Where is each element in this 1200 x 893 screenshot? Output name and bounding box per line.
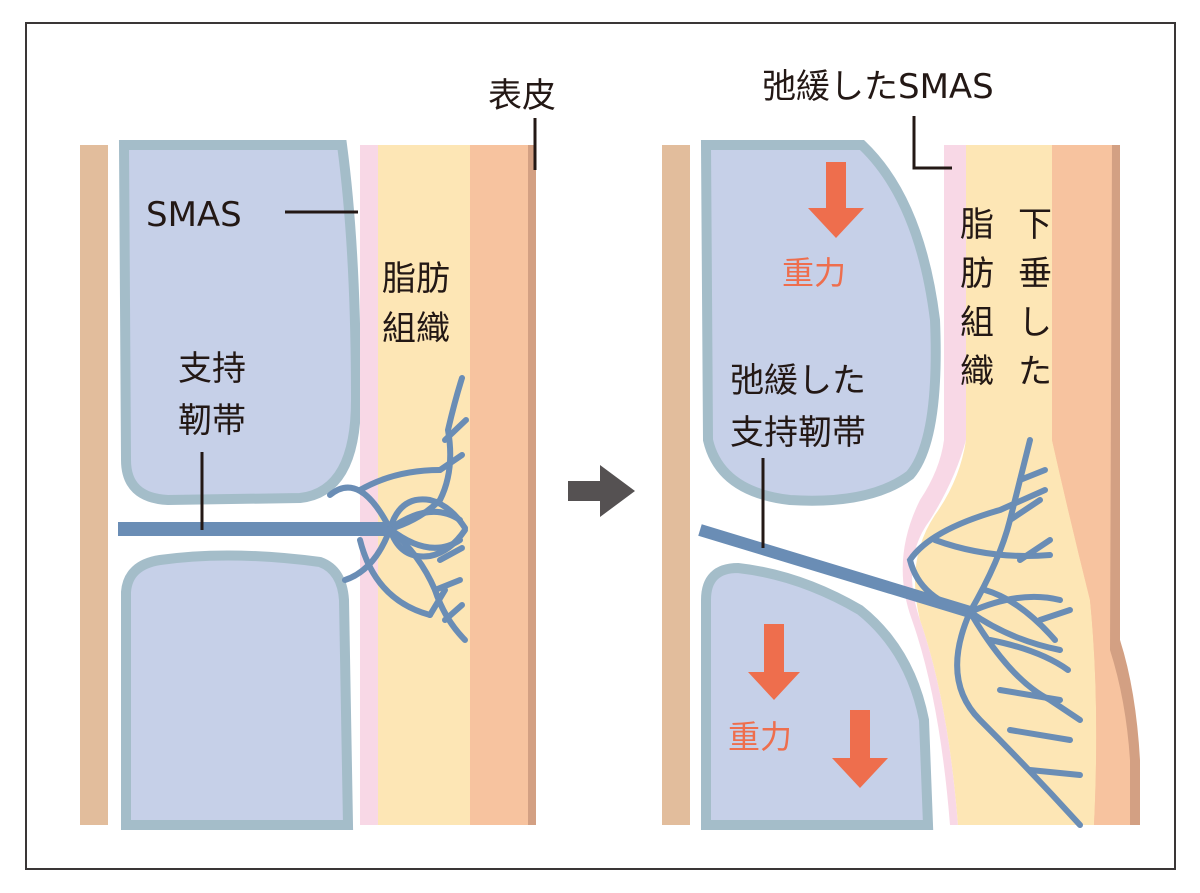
ligament-branches [906,437,1083,828]
fat-label-line1: 脂肪 [382,259,450,299]
gravity-label-lower: 重力 [728,718,792,756]
bone-layer [80,145,108,825]
sagging-char: 垂 [1018,254,1052,294]
right-panel: 弛緩したSMAS 重力 重力 弛緩した 支持靭帯 脂 肪 組 織 下 垂 し た [662,67,1140,830]
loose-ligament-label-line1: 弛緩した [730,361,866,401]
sagging-vertical-label: 下 垂 し た [1018,205,1052,392]
right-arrow-icon [568,465,635,517]
gravity-arrow-icon [832,710,888,788]
lower-smas-compartment [121,550,354,830]
epidermis-layer [1110,145,1140,825]
gravity-label-upper: 重力 [782,254,846,292]
fat-layer [378,145,470,825]
fat-char: 脂 [960,205,994,245]
fat-label-line2: 組織 [382,309,450,349]
loose-smas-leader [912,116,952,170]
sagging-char: 下 [1018,205,1052,245]
loose-smas-label: 弛緩したSMAS [762,67,994,107]
ligament-branches [327,375,469,643]
ligament-label-line2: 靭帯 [178,401,246,441]
pink-layer [902,145,966,825]
smas-label: SMAS [146,195,242,235]
sagging-char: た [1018,352,1052,392]
dermis-layer [470,145,528,825]
fat-vertical-label: 脂 肪 組 織 [960,205,994,392]
loose-ligament-label-line2: 支持靭帯 [730,413,866,453]
left-panel: 表皮 SMAS 脂肪 組織 支持 靭帯 [80,76,556,830]
sagging-char: し [1018,303,1052,343]
fat-char: 織 [960,352,994,392]
bone-layer [662,145,690,825]
gravity-arrow-icon [748,624,800,700]
upper-smas-compartment [118,140,362,506]
ligament-label-line1: 支持 [178,349,246,389]
lower-smas-compartment [701,562,934,830]
fat-char: 肪 [960,254,994,294]
gravity-arrow-icon [808,162,864,238]
epidermis-label: 表皮 [488,76,556,116]
upper-smas-compartment [700,140,941,506]
loosened-retaining-ligament [698,524,972,618]
fat-char: 組 [960,303,994,343]
epidermis-layer [528,145,536,825]
retaining-ligament [118,522,390,536]
